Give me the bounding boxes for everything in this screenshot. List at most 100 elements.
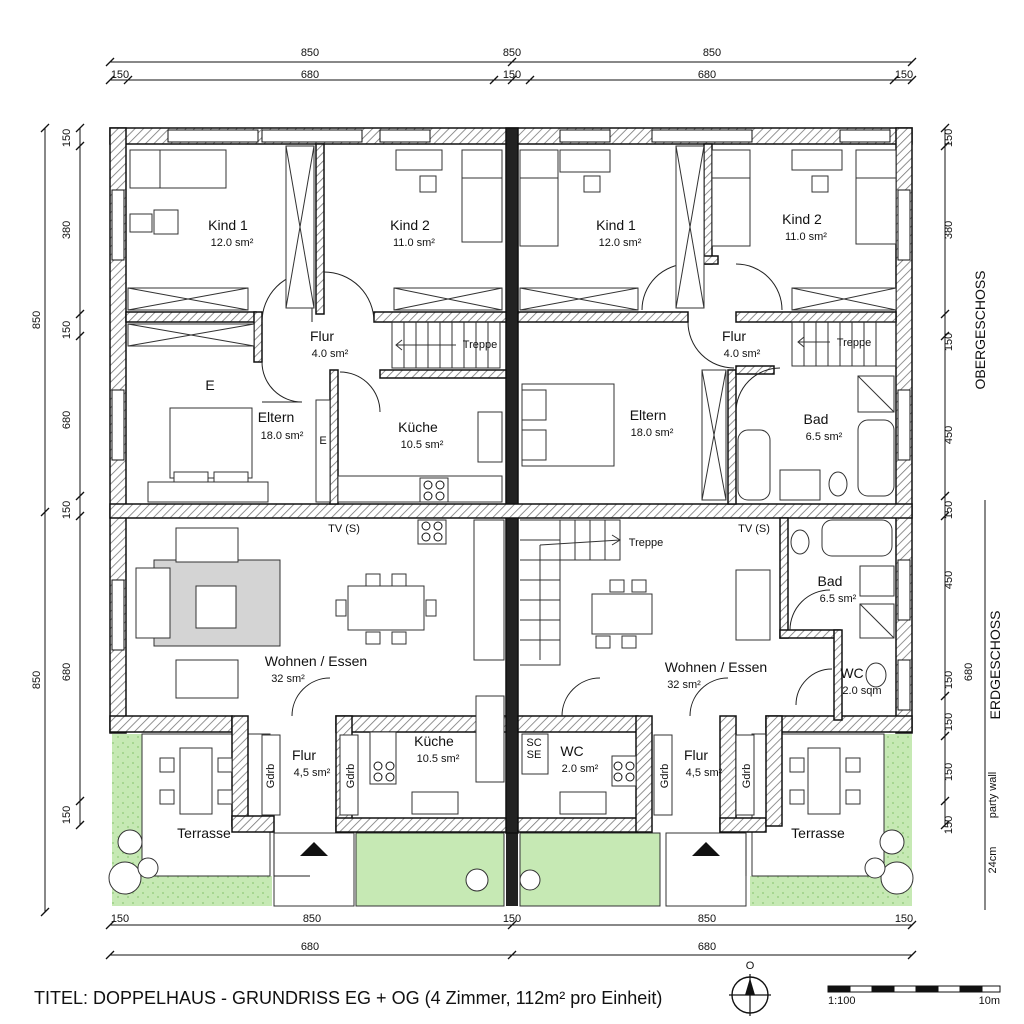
dim-right-inner-6: 450 [943,571,955,589]
room-name-eltern-right: Eltern [630,407,667,423]
room-area-kind2-right: 11.0 sm² [785,231,827,243]
party-wall-label: party wall [987,772,999,818]
room-name-kind2-right: Kind 2 [782,211,822,227]
room-area-bad-og-right: 6.5 sm² [806,431,843,443]
dim-right-inner-8: 150 [943,713,955,731]
scale-label-left: 1:100 [828,995,856,1007]
room-name-kueche-eg-left: Küche [414,733,454,749]
dim-bottom-inner-1: 150 [111,913,129,925]
dim-right-inner-4: 450 [943,426,955,444]
dim-left-inner-5: 150 [61,501,73,519]
room-area-flur-eg-left: 4,5 sm² [294,767,331,779]
label-e-left: E [205,377,214,393]
room-area-kind1-right: 12.0 sm² [599,237,642,249]
dim-right-inner-7: 150 [943,671,955,689]
garderobe-label-1: Gdrb [265,764,277,788]
room-area-wc-eg-right: 2.0 sm² [562,763,599,775]
dim-right-inner-1: 150 [943,129,955,147]
garderobe-label-2: Gdrb [345,764,357,788]
room-name-terrasse-left: Terrasse [177,825,231,841]
compass-icon [729,974,771,1016]
room-area-bad-eg-right: 6.5 sm² [820,593,857,605]
stairs-ground-right [520,519,621,666]
compass-label: O [746,960,755,972]
room-area-wohnen-left: 32 sm² [271,673,305,685]
dim-top-inner-3: 150 [503,69,521,81]
dim-top-outer-1: 850 [301,47,319,59]
entrance-arrow-icon [300,842,328,856]
dim-right-outer-1: 680 [963,663,975,681]
tv-label-left: TV (S) [328,523,360,535]
room-area-eltern-right: 18.0 sm² [631,427,674,439]
room-name-flur-og-right: Flur [722,328,746,344]
stairs-label-eg-right: Treppe [629,537,663,549]
dimension-lines [40,57,986,960]
room-name-eltern-left: Eltern [258,409,295,425]
room-area-kueche-og-left: 10.5 sm² [401,439,444,451]
scale-bar [827,985,1001,993]
dim-left-inner-7: 150 [61,806,73,824]
room-area-kind1-left: 12.0 sm² [211,237,254,249]
dim-top-inner-1: 150 [111,69,129,81]
room-area-kueche-eg-left: 10.5 sm² [417,753,460,765]
garderobe-label-4: Gdrb [741,764,753,788]
dim-right-inner-9: 150 [943,763,955,781]
dim-bottom-outer-2: 680 [698,941,716,953]
room-name-kueche-og-left: Küche [398,419,438,435]
dim-top-inner-2: 680 [301,69,319,81]
room-name-wc-eg-right: WC [560,743,583,759]
room-name-bad-og-right: Bad [804,411,829,427]
entrance-arrow-icon [692,842,720,856]
upper-floor-label: OBERGESCHOSS [972,270,988,389]
windows [111,129,911,711]
dim-left-inner-4: 680 [61,411,73,429]
room-area-flur-og-left: 4.0 sm² [312,348,349,360]
room-area-wc-small-right: 2.0 sqm [842,685,881,697]
dim-left-inner-1: 150 [61,129,73,147]
tv-label-right: TV (S) [738,523,770,535]
room-name-kind1-left: Kind 1 [208,217,248,233]
room-name-wohnen-left: Wohnen / Essen [265,653,367,669]
room-name-wohnen-right: Wohnen / Essen [665,659,767,675]
dim-left-outer-1: 850 [31,311,43,329]
dim-left-inner-3: 150 [61,321,73,339]
stairs-upper-right [791,321,897,367]
stairs-upper-left [391,321,501,369]
dim-top-outer-2: 850 [503,47,521,59]
dim-right-inner-3: 150 [943,333,955,351]
dim-right-inner-10: 150 [943,816,955,834]
room-area-kind2-left: 11.0 sm² [393,237,435,249]
label-se: SE [527,749,542,761]
room-name-flur-eg-right: Flur [684,747,708,763]
room-area-flur-eg-right: 4,5 sm² [686,767,723,779]
ground-floor-label: ERDGESCHOSS [987,611,1003,720]
room-name-flur-og-left: Flur [310,328,334,344]
page-title: TITEL: DOPPELHAUS - GRUNDRISS EG + OG (4… [34,988,662,1008]
label-sc: SC [526,737,541,749]
dim-bottom-inner-3: 150 [503,913,521,925]
party-wall-thickness: 24cm [987,847,999,874]
dim-right-inner-2: 380 [943,221,955,239]
dim-top-inner-5: 150 [895,69,913,81]
dim-top-outer-3: 850 [703,47,721,59]
room-area-wohnen-right: 32 sm² [667,679,701,691]
cooktop-icons [373,480,635,782]
dim-right-inner-5: 150 [943,501,955,519]
bush-icons [108,829,914,895]
room-name-wc-small-right: WC [840,665,863,681]
room-name-flur-eg-left: Flur [292,747,316,763]
garderobe-label-3: Gdrb [659,764,671,788]
label-e-left-small: E [319,435,326,447]
dim-bottom-inner-5: 150 [895,913,913,925]
dim-bottom-inner-4: 850 [698,913,716,925]
room-area-eltern-left: 18.0 sm² [261,430,304,442]
dim-left-inner-6: 680 [61,663,73,681]
furniture [127,145,897,816]
dim-left-inner-2: 380 [61,221,73,239]
room-name-terrasse-right: Terrasse [791,825,845,841]
room-name-bad-eg-right: Bad [818,573,843,589]
dim-left-outer-2: 850 [31,671,43,689]
room-name-kind1-right: Kind 1 [596,217,636,233]
room-name-kind2-left: Kind 2 [390,217,430,233]
